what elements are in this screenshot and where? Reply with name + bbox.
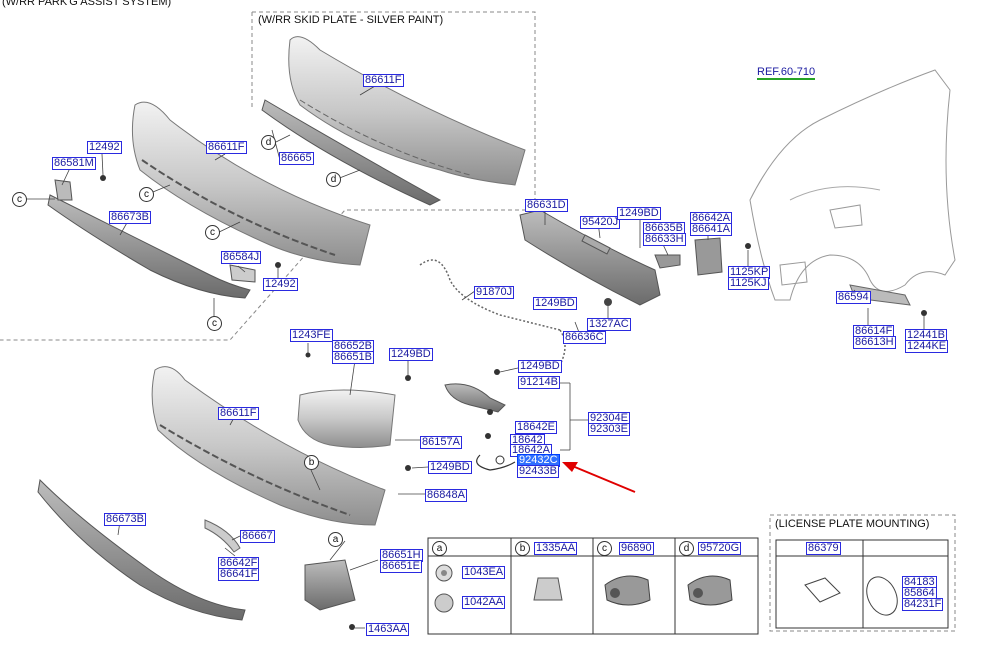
part-label-84231F[interactable]: 84231F [902,598,944,611]
part-label-92433B[interactable]: 92433B [517,465,559,478]
part-label-86848A[interactable]: 86848A [425,489,467,502]
part-label-86641A[interactable]: 86641A [690,223,732,236]
part-label-86633H[interactable]: 86633H [643,233,686,246]
table-callout-a: a [432,541,447,556]
part-label-86665[interactable]: 86665 [279,152,314,165]
red-arrow [562,462,636,493]
part-label-91214B[interactable]: 91214B [518,376,560,389]
callout-d: d [261,135,276,150]
part-label-96890[interactable]: 96890 [619,542,654,555]
hardware-table [427,537,949,635]
part-label-1042AA[interactable]: 1042AA [462,596,506,609]
part-label-86641F[interactable]: 86641F [218,568,260,581]
bottom-skid-shape [37,478,246,621]
part-label-1249BD-e[interactable]: 1249BD [428,461,472,474]
header-note: (W/RR PARK'G ASSIST SYSTEM) [2,0,172,8]
callout-c: c [205,225,220,240]
top-bumper-shape [131,101,371,266]
part-label-1249BD-d[interactable]: 1249BD [518,360,562,373]
part-label-86379[interactable]: 86379 [806,542,841,555]
part-label-86631D[interactable]: 86631D [525,199,568,212]
part-label-86611F-inset[interactable]: 86611F [363,74,404,87]
part-label-1043EA[interactable]: 1043EA [462,566,506,579]
table-callout-c: c [597,541,612,556]
callout-d: d [326,172,341,187]
part-label-86636C[interactable]: 86636C [563,331,606,344]
part-label-86673B-top[interactable]: 86673B [109,211,151,224]
callout-b: b [304,455,319,470]
inset-skid-shape [261,99,442,206]
part-label-1463AA[interactable]: 1463AA [366,623,410,636]
callout-c: c [207,316,222,331]
part-label-12492-b[interactable]: 12492 [263,278,298,291]
ref-label[interactable]: REF.60-710 [757,66,816,80]
inset-bumper-shape [288,36,526,186]
callout-a: a [328,532,343,547]
part-label-86157A[interactable]: 86157A [420,436,462,449]
reflector-shape [444,383,506,413]
part-label-86581M[interactable]: 86581M [52,157,96,170]
part-label-86594[interactable]: 86594 [836,291,871,304]
part-label-86651B[interactable]: 86651B [332,351,374,364]
part-label-86611F-bottom[interactable]: 86611F [218,407,259,420]
license-box [769,514,956,632]
part-label-1249BD[interactable]: 1249BD [617,207,661,220]
part-label-86611F-top[interactable]: 86611F [206,141,247,154]
part-label-86613H[interactable]: 86613H [853,336,896,349]
part-label-1244KE[interactable]: 1244KE [905,340,949,353]
bracket-shape [304,559,356,611]
part-label-1327AC[interactable]: 1327AC [587,318,631,331]
callout-c: c [139,187,154,202]
table-callout-b: b [515,541,530,556]
license-title: (LICENSE PLATE MOUNTING) [775,518,930,530]
part-label-1243FE[interactable]: 1243FE [290,329,333,342]
part-label-18642E[interactable]: 18642E [515,421,557,434]
part-label-12492[interactable]: 12492 [87,141,122,154]
part-label-95420J[interactable]: 95420J [580,216,621,229]
part-label-1249BD-c[interactable]: 1249BD [389,348,433,361]
part-label-86667[interactable]: 86667 [240,530,275,543]
side-cover-shape [297,389,396,448]
inset-boundary [0,11,536,341]
part-label-1125KJ[interactable]: 1125KJ [728,277,769,290]
part-label-1249BD-b[interactable]: 1249BD [533,297,577,310]
part-label-86651E[interactable]: 86651E [380,560,422,573]
part-label-95720G[interactable]: 95720G [698,542,742,555]
top-skid-shape [47,194,251,299]
table-callout-d: d [679,541,694,556]
beam-shape [519,209,661,306]
inset-title: (W/RR SKID PLATE - SILVER PAINT) [258,14,444,26]
part-label-91870J[interactable]: 91870J [474,286,515,299]
bottom-bumper-shape [151,366,386,526]
part-label-92303E[interactable]: 92303E [588,423,630,436]
part-label-86673B-bottom[interactable]: 86673B [104,513,146,526]
part-label-1335AA[interactable]: 1335AA [534,542,578,555]
part-label-86584J[interactable]: 86584J [221,251,262,264]
callout-c: c [12,192,27,207]
